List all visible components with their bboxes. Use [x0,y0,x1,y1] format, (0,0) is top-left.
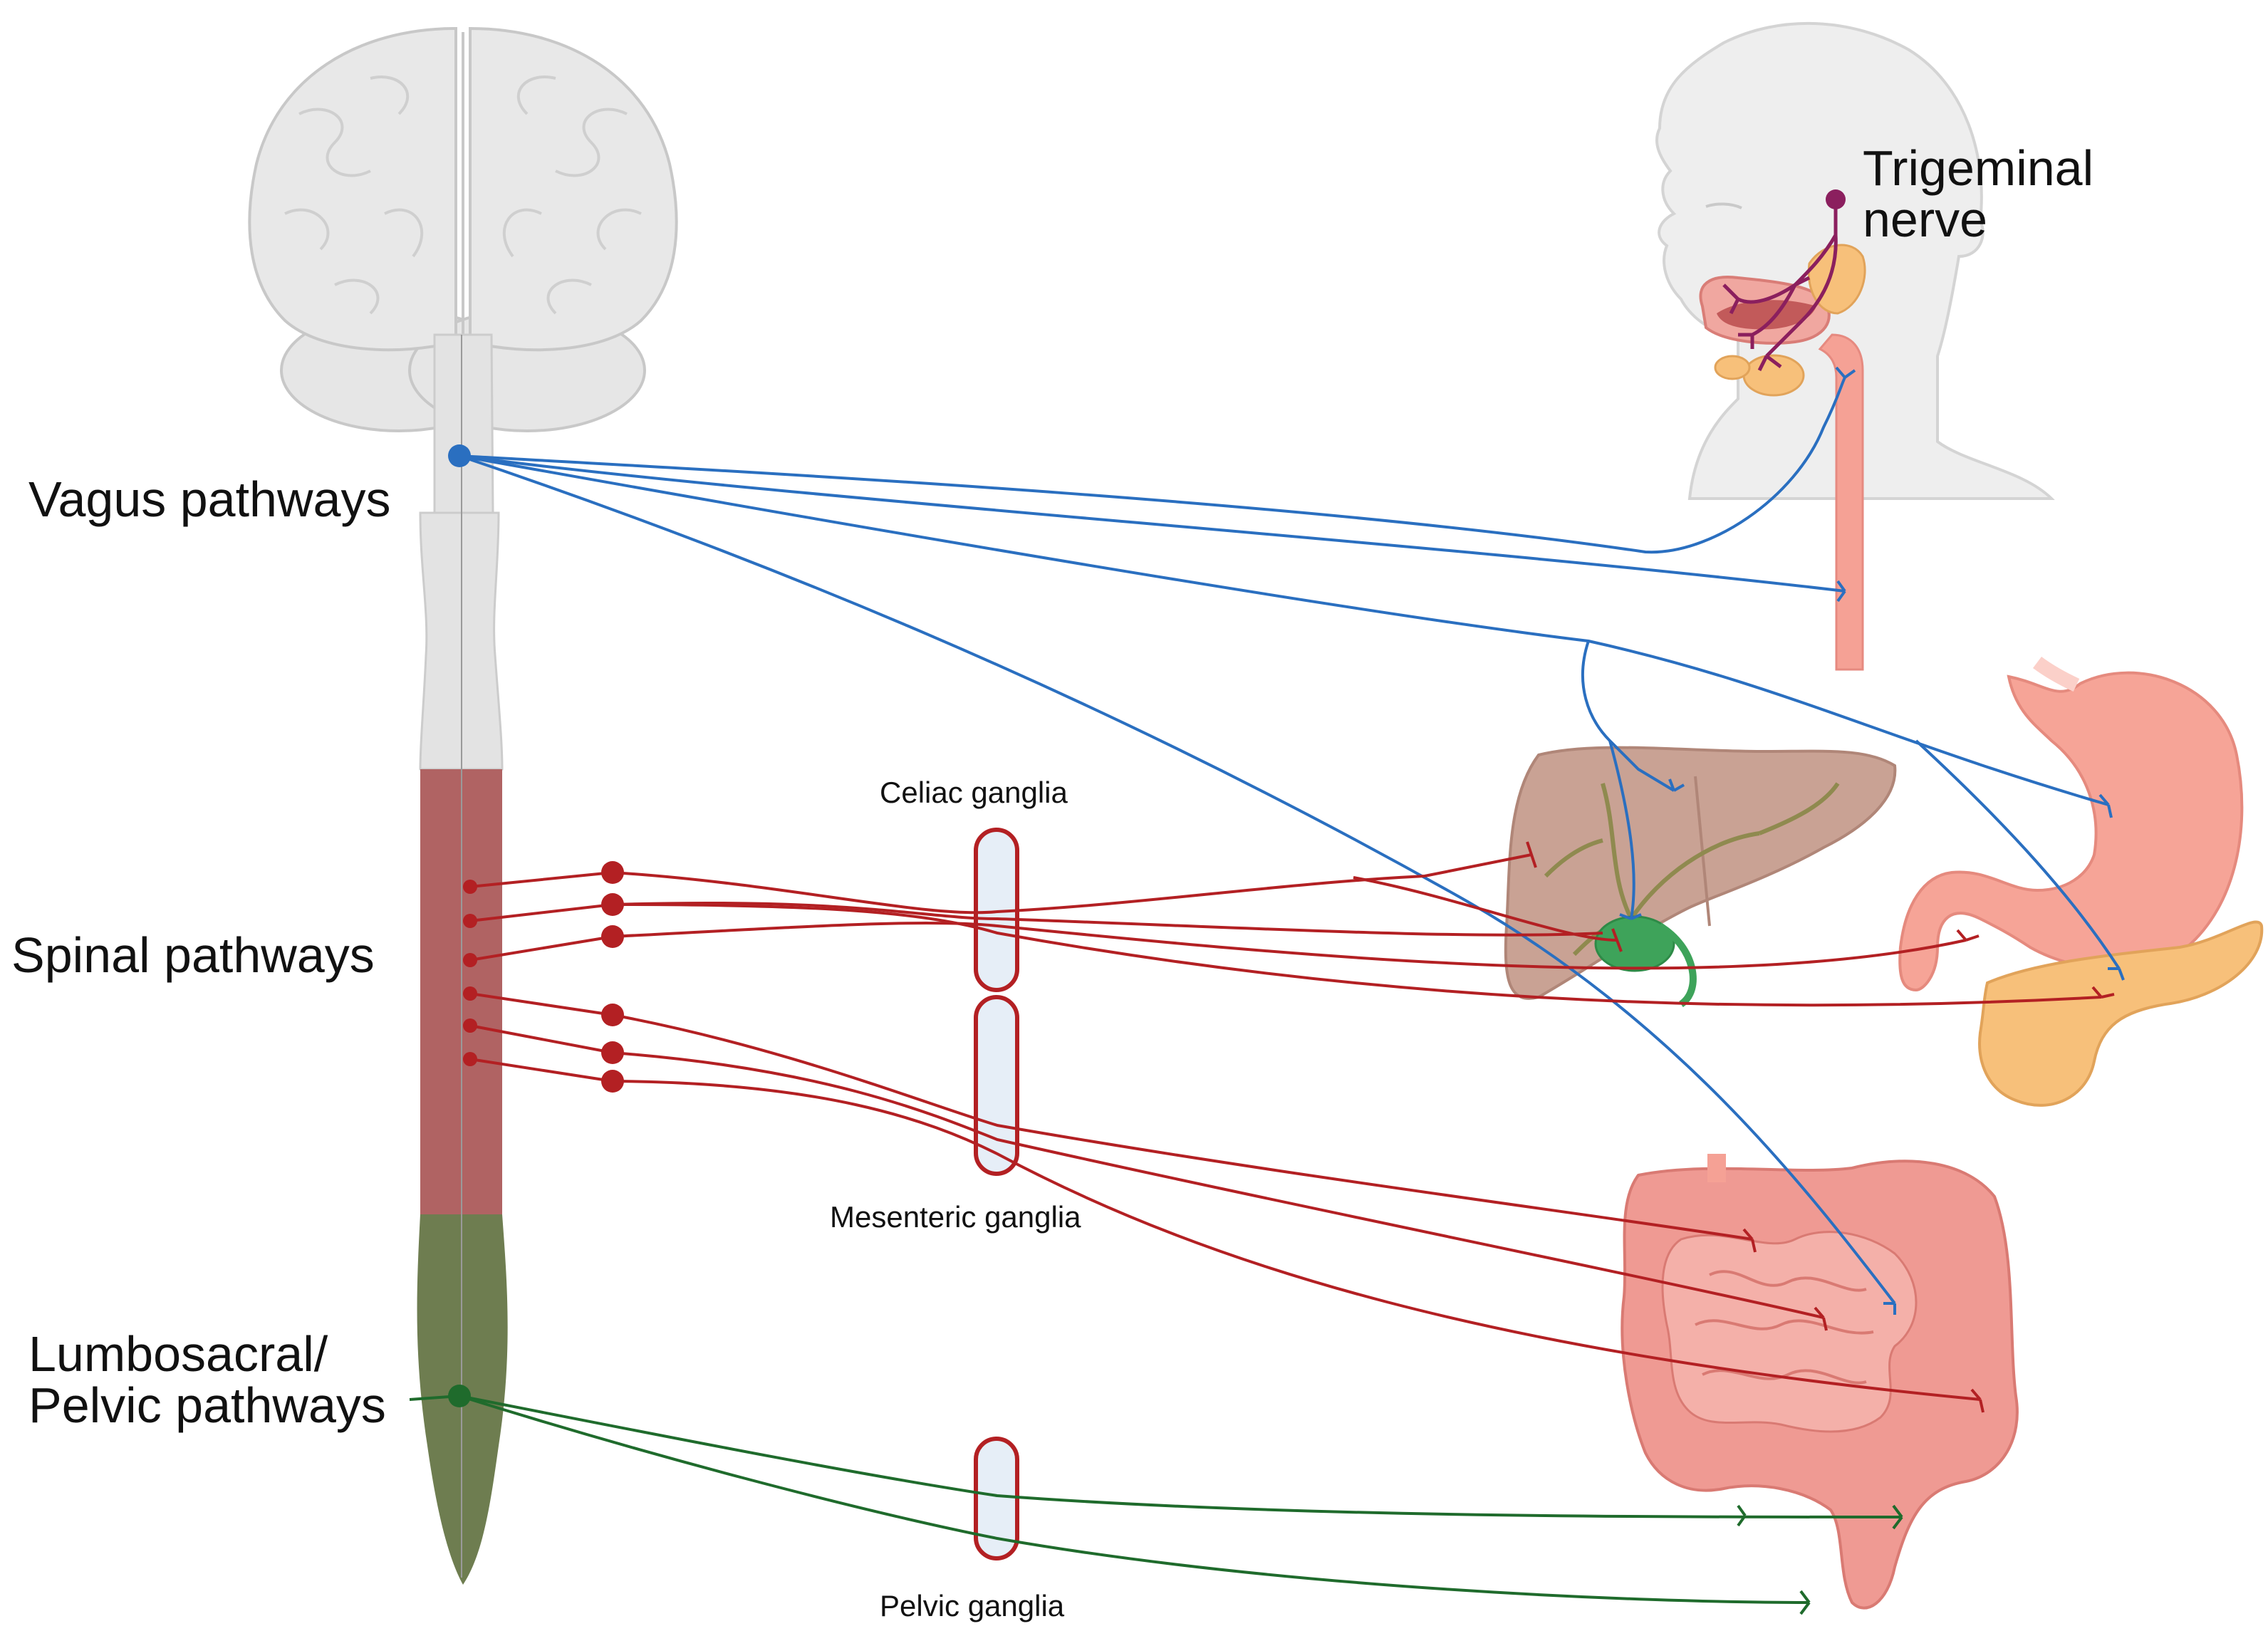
liver-illustration [1504,746,1897,1008]
celiac-label: Celiac ganglia [880,776,1068,809]
vagus-label: Vagus pathways [28,471,391,527]
pelvic-nerve-lines [409,1385,1903,1615]
spinal-nerve-lines [463,841,2115,1413]
pancreas-illustration [1978,920,2264,1107]
mesenteric-ganglion [974,995,1019,1176]
intestine-illustration [1621,1154,2019,1610]
esophagus-illustration [1818,333,1864,671]
vagus-nerve-lines [448,366,2125,1315]
mesenteric-label: Mesenteric ganglia [830,1200,1081,1234]
spinal-label: Spinal pathways [11,927,375,983]
trigeminal-label: Trigeminal nerve [1863,140,2094,247]
lumbosacral-label: Lumbosacral/ Pelvic pathways [28,1326,386,1433]
pelvic-label: Pelvic ganglia [880,1589,1065,1622]
trigeminal-nerve-lines [1722,189,1846,372]
spinal-cord-illustration [417,333,508,1585]
stomach-illustration [1898,656,2244,992]
head-illustration [1655,21,2055,500]
